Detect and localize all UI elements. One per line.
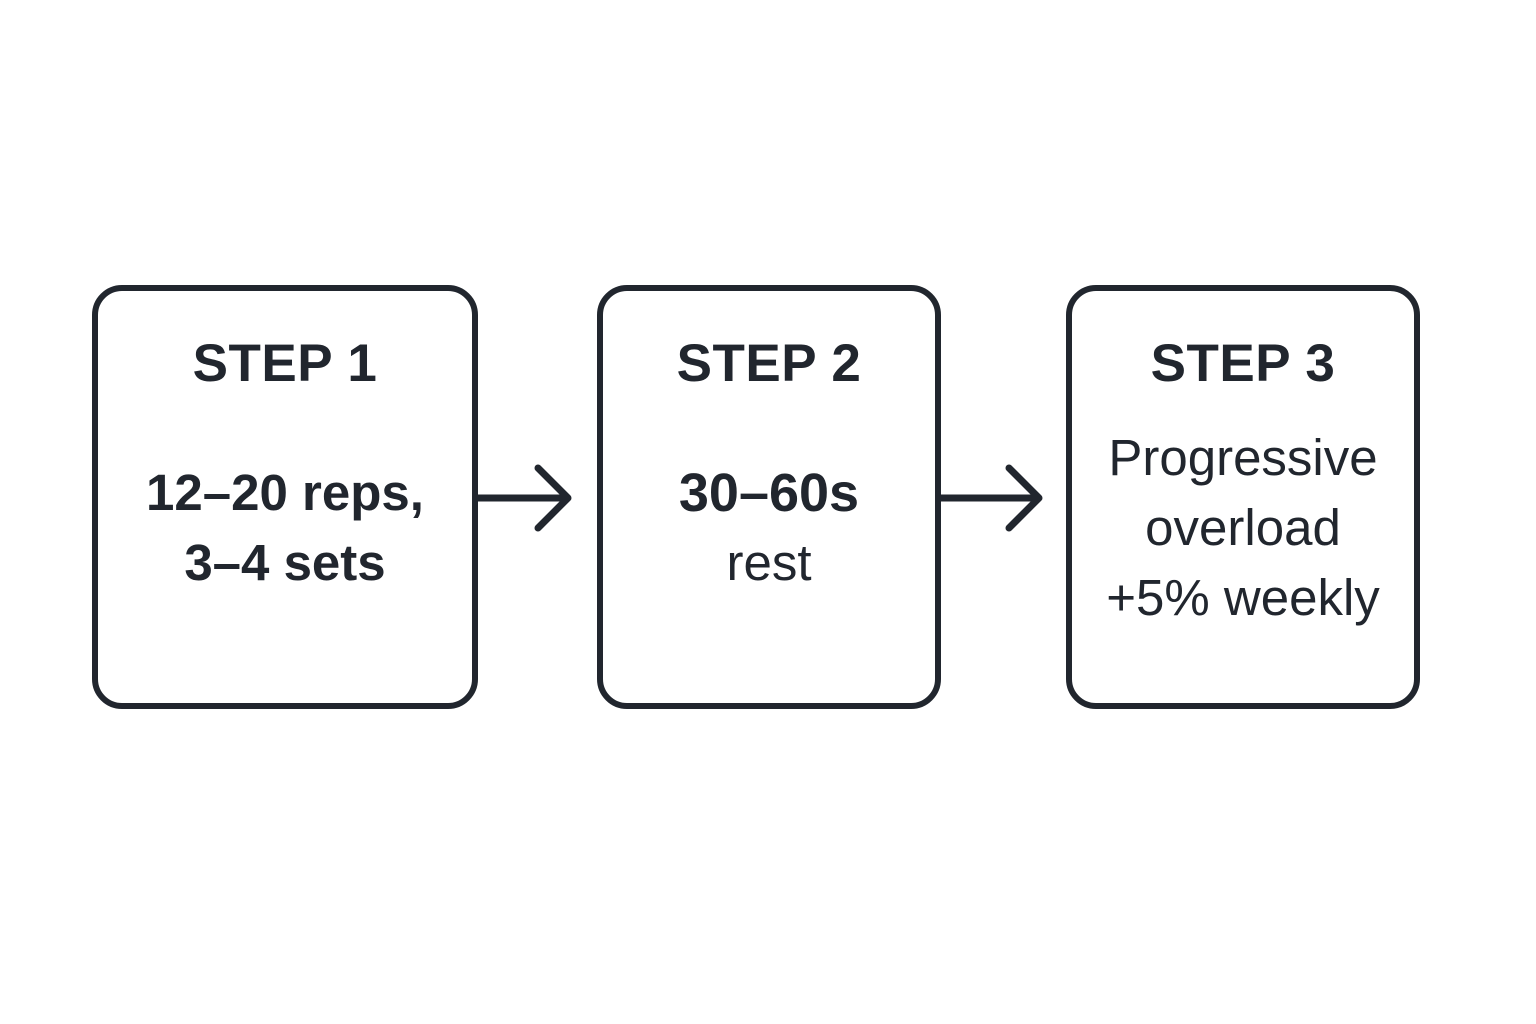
right-arrow-icon [476, 458, 574, 538]
step-2-title: STEP 2 [676, 334, 862, 393]
arrow-step1-to-step2 [476, 458, 574, 538]
step-1-line-1: 12–20 reps, [146, 464, 424, 521]
step-3-title: STEP 3 [1150, 334, 1336, 393]
step-3-line-3: +5% weekly [1106, 569, 1380, 626]
step-2-body: 30–60s rest [679, 401, 859, 655]
step-card-3: STEP 3 Progressive overload +5% weekly [1066, 285, 1420, 709]
step-2-line-2: rest [726, 534, 812, 591]
step-card-1: STEP 1 12–20 reps, 3–4 sets [92, 285, 478, 709]
step-1-line-2: 3–4 sets [184, 534, 386, 591]
step-3-body: Progressive overload +5% weekly [1106, 401, 1380, 655]
step-3-line-1: Progressive [1108, 429, 1378, 486]
step-3-line-2: overload [1145, 499, 1341, 556]
step-2-line-1: 30–60s [678, 463, 860, 523]
right-arrow-icon [939, 458, 1045, 538]
step-card-2: STEP 2 30–60s rest [597, 285, 941, 709]
step-1-title: STEP 1 [192, 334, 378, 393]
arrow-step2-to-step3 [939, 458, 1045, 538]
step-1-body: 12–20 reps, 3–4 sets [146, 401, 424, 655]
